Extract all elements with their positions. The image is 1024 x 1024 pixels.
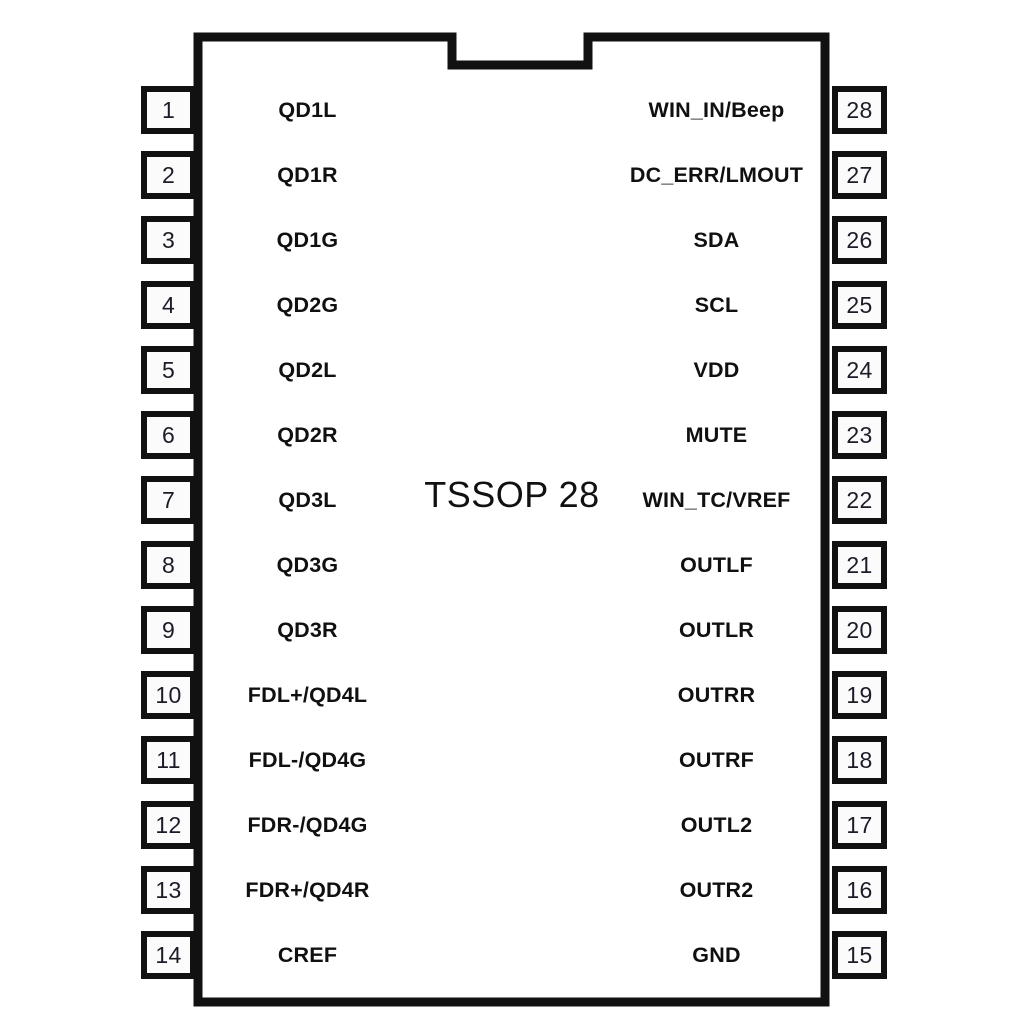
pin-signal-label-28: WIN_IN/Beep (648, 97, 785, 122)
pin-number: 28 (846, 96, 873, 123)
pin-number: 15 (846, 941, 873, 968)
pin-number: 25 (846, 291, 873, 318)
pin-box-28[interactable]: 28 (832, 86, 887, 134)
pin-number: 26 (846, 226, 873, 253)
pin-number: 1 (161, 96, 176, 123)
pin-box-8[interactable]: 8 (141, 541, 196, 589)
pin-signal-label-27: DC_ERR/LMOUT (629, 162, 804, 187)
pin-signal-label-16: OUTR2 (679, 877, 754, 902)
pin-signal-label-15: GND (692, 942, 741, 967)
pin-signal-label-14: CREF (277, 942, 338, 967)
pin-number: 14 (155, 941, 182, 968)
pin-signal-label-5: QD2L (278, 357, 337, 382)
pin-signal-label-26: SDA (693, 227, 740, 252)
pin-number: 9 (161, 616, 176, 643)
pin-number: 12 (155, 811, 182, 838)
pin-box-11[interactable]: 11 (141, 736, 196, 784)
pin-number: 18 (846, 746, 873, 773)
pin-signal-label-9: QD3R (277, 617, 338, 642)
pin-signal-label-3: QD1G (276, 227, 339, 252)
pin-number: 2 (161, 161, 176, 188)
pin-signal-label-12: FDR-/QD4G (247, 812, 368, 837)
pin-signal-label-1: QD1L (278, 97, 337, 122)
pin-number: 27 (846, 161, 873, 188)
pin-box-9[interactable]: 9 (141, 606, 196, 654)
pin-box-14[interactable]: 14 (141, 931, 196, 979)
pin-box-16[interactable]: 16 (832, 866, 887, 914)
pin-signal-label-2: QD1R (277, 162, 338, 187)
pin-number: 5 (161, 356, 176, 383)
pin-box-15[interactable]: 15 (832, 931, 887, 979)
pin-number: 4 (161, 291, 176, 318)
pin-signal-label-7: QD3L (278, 487, 337, 512)
pin-box-3[interactable]: 3 (141, 216, 196, 264)
pin-number: 22 (846, 486, 873, 513)
pin-number: 6 (161, 421, 176, 448)
pin-number: 13 (155, 876, 182, 903)
pin-box-4[interactable]: 4 (141, 281, 196, 329)
pin-number: 10 (155, 681, 182, 708)
pin-box-21[interactable]: 21 (832, 541, 887, 589)
pin-signal-label-25: SCL (694, 292, 739, 317)
package-name-label: TSSOP 28 (424, 474, 600, 515)
pin-signal-label-11: FDL-/QD4G (248, 747, 367, 772)
pin-signal-label-4: QD2G (276, 292, 339, 317)
pin-signal-label-6: QD2R (277, 422, 338, 447)
pin-signal-label-20: OUTLR (678, 617, 755, 642)
pin-box-27[interactable]: 27 (832, 151, 887, 199)
pin-number: 8 (161, 551, 176, 578)
pin-box-13[interactable]: 13 (141, 866, 196, 914)
pin-signal-label-18: OUTRF (678, 747, 755, 772)
pin-box-2[interactable]: 2 (141, 151, 196, 199)
pin-number: 16 (846, 876, 873, 903)
pin-box-22[interactable]: 22 (832, 476, 887, 524)
pin-box-20[interactable]: 20 (832, 606, 887, 654)
pin-number: 11 (156, 746, 181, 773)
pin-box-25[interactable]: 25 (832, 281, 887, 329)
pin-box-18[interactable]: 18 (832, 736, 887, 784)
pin-number: 23 (846, 421, 873, 448)
pin-box-6[interactable]: 6 (141, 411, 196, 459)
pin-number: 19 (846, 681, 873, 708)
pin-box-10[interactable]: 10 (141, 671, 196, 719)
pin-box-24[interactable]: 24 (832, 346, 887, 394)
pin-box-7[interactable]: 7 (141, 476, 196, 524)
pin-box-17[interactable]: 17 (832, 801, 887, 849)
pin-signal-label-8: QD3G (276, 552, 339, 577)
pin-signal-label-10: FDL+/QD4L (247, 682, 368, 707)
pin-number: 7 (161, 486, 176, 513)
pin-number: 3 (161, 226, 176, 253)
pin-number: 24 (846, 356, 873, 383)
pin-number: 21 (846, 551, 873, 578)
pin-box-23[interactable]: 23 (832, 411, 887, 459)
pin-number: 17 (846, 811, 873, 838)
pin-number: 20 (846, 616, 873, 643)
chip-body-path (193, 32, 830, 1007)
pin-signal-label-17: OUTL2 (680, 812, 753, 837)
pin-box-26[interactable]: 26 (832, 216, 887, 264)
pin-box-12[interactable]: 12 (141, 801, 196, 849)
pin-signal-label-24: VDD (693, 357, 740, 382)
pin-box-5[interactable]: 5 (141, 346, 196, 394)
pin-signal-label-21: OUTLF (680, 552, 753, 577)
pin-signal-label-19: OUTRR (677, 682, 756, 707)
pin-box-19[interactable]: 19 (832, 671, 887, 719)
pin-signal-label-13: FDR+/QD4R (245, 877, 370, 902)
pin-box-1[interactable]: 1 (141, 86, 196, 134)
pin-signal-label-23: MUTE (685, 422, 748, 447)
pin-signal-label-22: WIN_TC/VREF (642, 487, 791, 512)
